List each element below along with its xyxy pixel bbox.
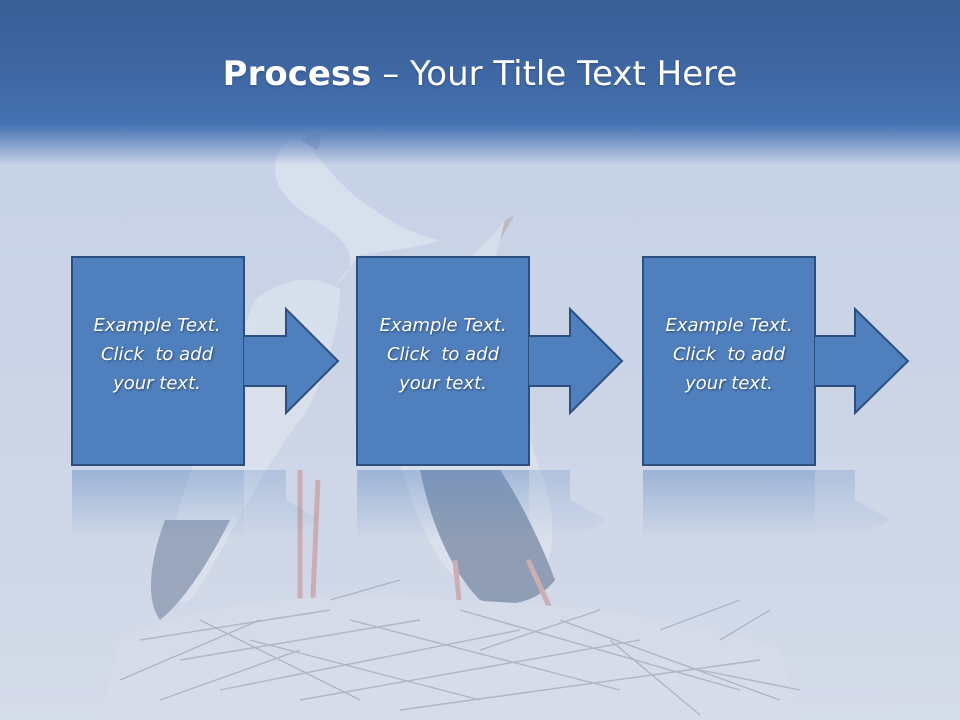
title-separator: – — [371, 54, 411, 94]
arrow-1-reflection — [244, 470, 320, 540]
step-2-reflection — [357, 470, 529, 540]
arrow-3-reflection — [815, 470, 890, 540]
step-3-line-3: your text. — [685, 373, 773, 394]
step-1-text[interactable]: Example Text. Click to add your text. — [72, 311, 242, 398]
arrow-right-icon — [815, 306, 910, 416]
step-3-text[interactable]: Example Text. Click to add your text. — [644, 311, 814, 398]
step-1-line-1: Example Text. — [93, 315, 221, 336]
step-1-reflection — [72, 470, 244, 540]
step-2-line-1: Example Text. — [379, 315, 507, 336]
step-2-line-2: Click to add — [386, 344, 499, 365]
step-1-line-3: your text. — [113, 373, 201, 394]
step-2-line-3: your text. — [399, 373, 487, 394]
step-3-reflection — [643, 470, 815, 540]
arrow-2-reflection — [529, 470, 605, 540]
step-1-line-2: Click to add — [100, 344, 213, 365]
step-3-line-1: Example Text. — [665, 315, 793, 336]
slide-title[interactable]: Process – Your Title Text Here — [0, 52, 960, 96]
title-text: Your Title Text Here — [410, 54, 738, 94]
arrow-right-icon — [244, 306, 340, 416]
process-step-1[interactable] — [71, 256, 340, 466]
step-2-text[interactable]: Example Text. Click to add your text. — [358, 311, 528, 398]
process-step-2[interactable] — [356, 256, 624, 466]
title-bold-part: Process — [222, 54, 372, 94]
process-step-3[interactable] — [642, 256, 910, 466]
step-3-line-2: Click to add — [672, 344, 785, 365]
arrow-right-icon — [529, 306, 624, 416]
title-banner — [0, 0, 960, 165]
